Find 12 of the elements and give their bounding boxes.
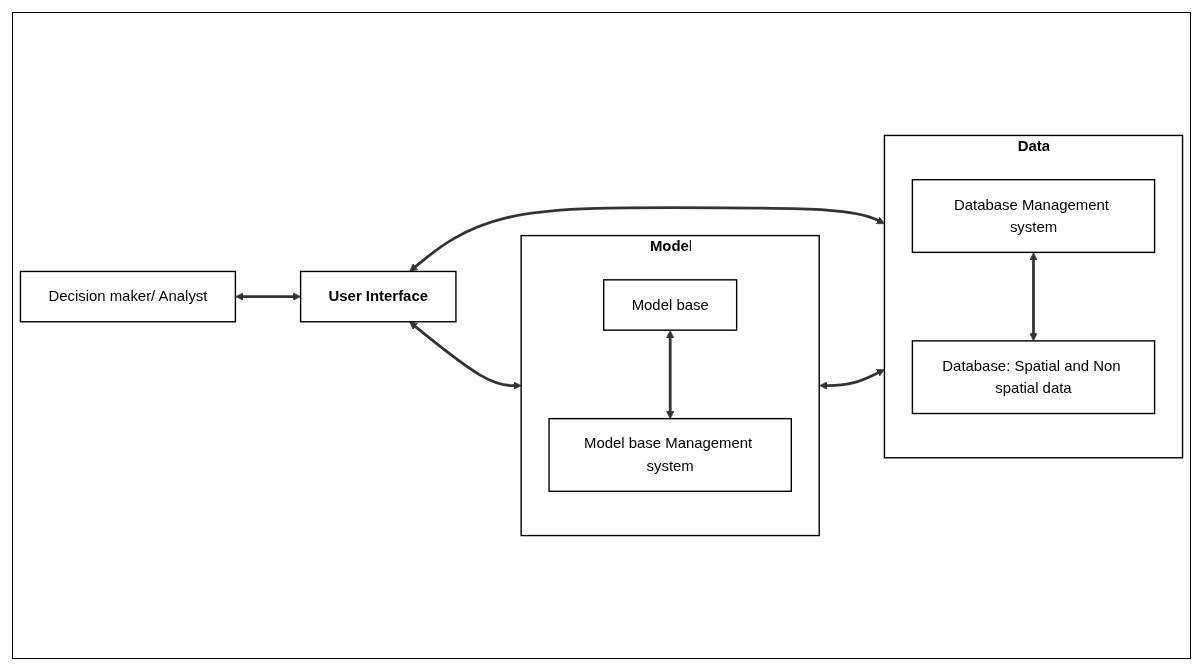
node-box: Model base (603, 279, 738, 331)
arrow (409, 321, 522, 390)
arrow (409, 206, 885, 272)
node-box: Database: Spatial and Non spatial data (911, 340, 1156, 415)
node-box: User Interface (299, 270, 457, 323)
node-box: Model base Management system (548, 417, 792, 492)
arrow (819, 369, 885, 390)
arrow (235, 292, 301, 301)
arrow (666, 330, 675, 419)
arrow (1029, 252, 1038, 342)
node-box: Database Management system (911, 179, 1156, 254)
node-box: Decision maker/ Analyst (19, 270, 237, 323)
